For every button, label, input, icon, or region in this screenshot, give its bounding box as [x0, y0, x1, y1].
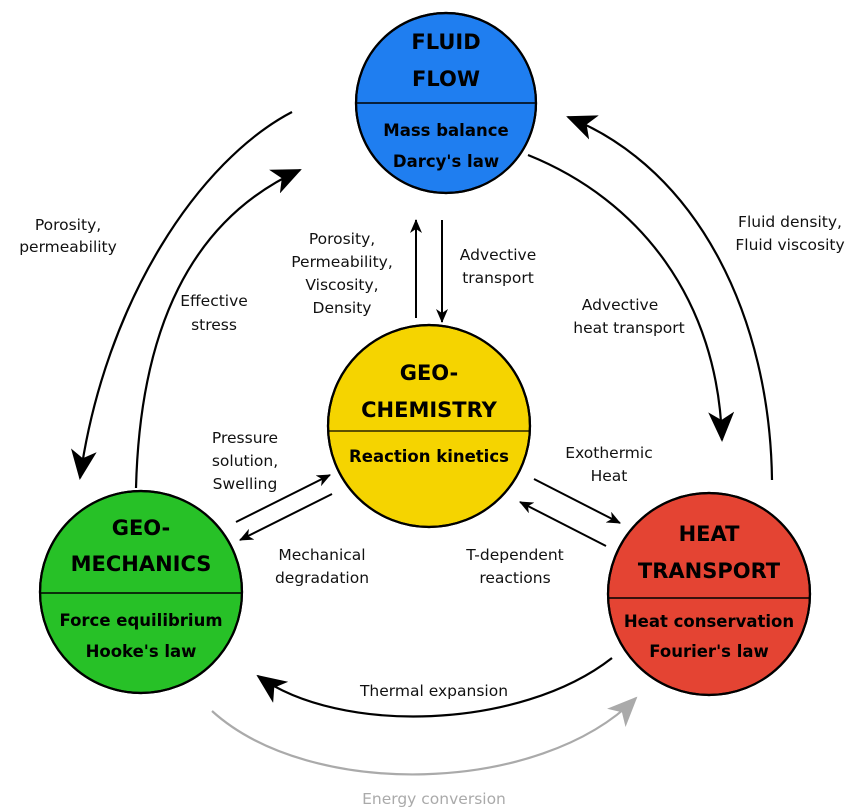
arrow-energy-conversion	[211, 696, 638, 776]
label-effective-stress: Effective stress	[180, 292, 248, 334]
svg-text:Mechanical: Mechanical	[278, 546, 365, 564]
svg-text:Density: Density	[313, 299, 372, 317]
label-thermal-expansion: Thermal expansion	[359, 682, 508, 700]
arrow-fluid-to-heat	[527, 153, 735, 442]
svg-text:Porosity,: Porosity,	[35, 216, 101, 234]
mech-line-2: Hooke's law	[86, 642, 197, 661]
arrow-fluid-to-mech	[71, 111, 293, 480]
mech-title-2: MECHANICS	[71, 552, 212, 576]
svg-text:T-dependent: T-dependent	[465, 546, 564, 564]
heat-line-2: Fourier's law	[649, 642, 768, 661]
arrow-heat-to-fluid	[566, 115, 774, 481]
heat-line-1: Heat conservation	[624, 612, 794, 631]
label-exothermic-heat: Exothermic Heat	[565, 444, 652, 485]
arrow-chem-to-heat	[533, 478, 621, 524]
node-fluid-flow: FLUID FLOW Mass balance Darcy's law	[354, 11, 538, 195]
mech-line-1: Force equilibrium	[59, 611, 222, 630]
arrow-chem-to-mech	[239, 493, 333, 541]
svg-text:Effective: Effective	[180, 292, 248, 310]
label-pressure-solution-swelling: Pressure solution, Swelling	[212, 429, 278, 493]
svg-text:Permeability,: Permeability,	[291, 253, 393, 271]
label-advective-transport: Advective transport	[460, 246, 537, 287]
chem-title-1: GEO-	[400, 361, 459, 385]
label-t-dependent-reactions: T-dependent reactions	[465, 546, 564, 587]
heat-title-2: TRANSPORT	[638, 559, 781, 583]
arrow-heat-to-chem	[519, 501, 607, 547]
svg-text:Porosity,: Porosity,	[309, 230, 375, 248]
fluid-line-1: Mass balance	[383, 121, 508, 140]
label-porosity-permeability: Porosity, permeability	[19, 216, 117, 256]
svg-text:Advective: Advective	[460, 246, 537, 264]
arrow-heat-to-mech	[256, 657, 613, 718]
svg-text:heat transport: heat transport	[573, 319, 684, 337]
fluid-title-2: FLOW	[412, 67, 480, 91]
svg-text:Swelling: Swelling	[213, 475, 278, 493]
svg-text:degradation: degradation	[275, 569, 369, 587]
svg-text:permeability: permeability	[19, 238, 117, 256]
arrow-mech-to-fluid	[134, 168, 302, 489]
svg-text:Fluid viscosity: Fluid viscosity	[735, 236, 844, 254]
arrow-mech-to-chem	[235, 474, 331, 523]
label-advective-heat-transport: Advective heat transport	[573, 296, 684, 337]
svg-text:Fluid density,: Fluid density,	[738, 213, 842, 231]
svg-text:Viscosity,: Viscosity,	[305, 276, 378, 294]
node-heat-transport: HEAT TRANSPORT Heat conservation Fourier…	[606, 491, 812, 697]
svg-text:Advective: Advective	[582, 296, 659, 314]
svg-text:Exothermic: Exothermic	[565, 444, 652, 462]
chem-title-2: CHEMISTRY	[361, 398, 498, 422]
svg-text:reactions: reactions	[479, 569, 550, 587]
svg-text:transport: transport	[462, 269, 534, 287]
svg-text:solution,: solution,	[212, 452, 278, 470]
label-mechanical-degradation: Mechanical degradation	[275, 546, 369, 587]
fluid-line-2: Darcy's law	[393, 152, 499, 171]
svg-text:stress: stress	[191, 316, 237, 334]
node-geochemistry: GEO- CHEMISTRY Reaction kinetics	[326, 323, 532, 529]
svg-text:Heat: Heat	[591, 467, 628, 485]
svg-text:Pressure: Pressure	[212, 429, 278, 447]
label-energy-conversion: Energy conversion	[362, 790, 506, 808]
fluid-title-1: FLUID	[411, 30, 480, 54]
node-geomechanics: GEO- MECHANICS Force equilibrium Hooke's…	[38, 489, 244, 695]
label-fluid-density-viscosity: Fluid density, Fluid viscosity	[735, 213, 844, 254]
mech-title-1: GEO-	[112, 516, 171, 540]
label-porosity-permeability-viscosity-density: Porosity, Permeability, Viscosity, Densi…	[291, 230, 393, 317]
chem-line-1: Reaction kinetics	[349, 447, 509, 466]
heat-title-1: HEAT	[679, 522, 741, 546]
